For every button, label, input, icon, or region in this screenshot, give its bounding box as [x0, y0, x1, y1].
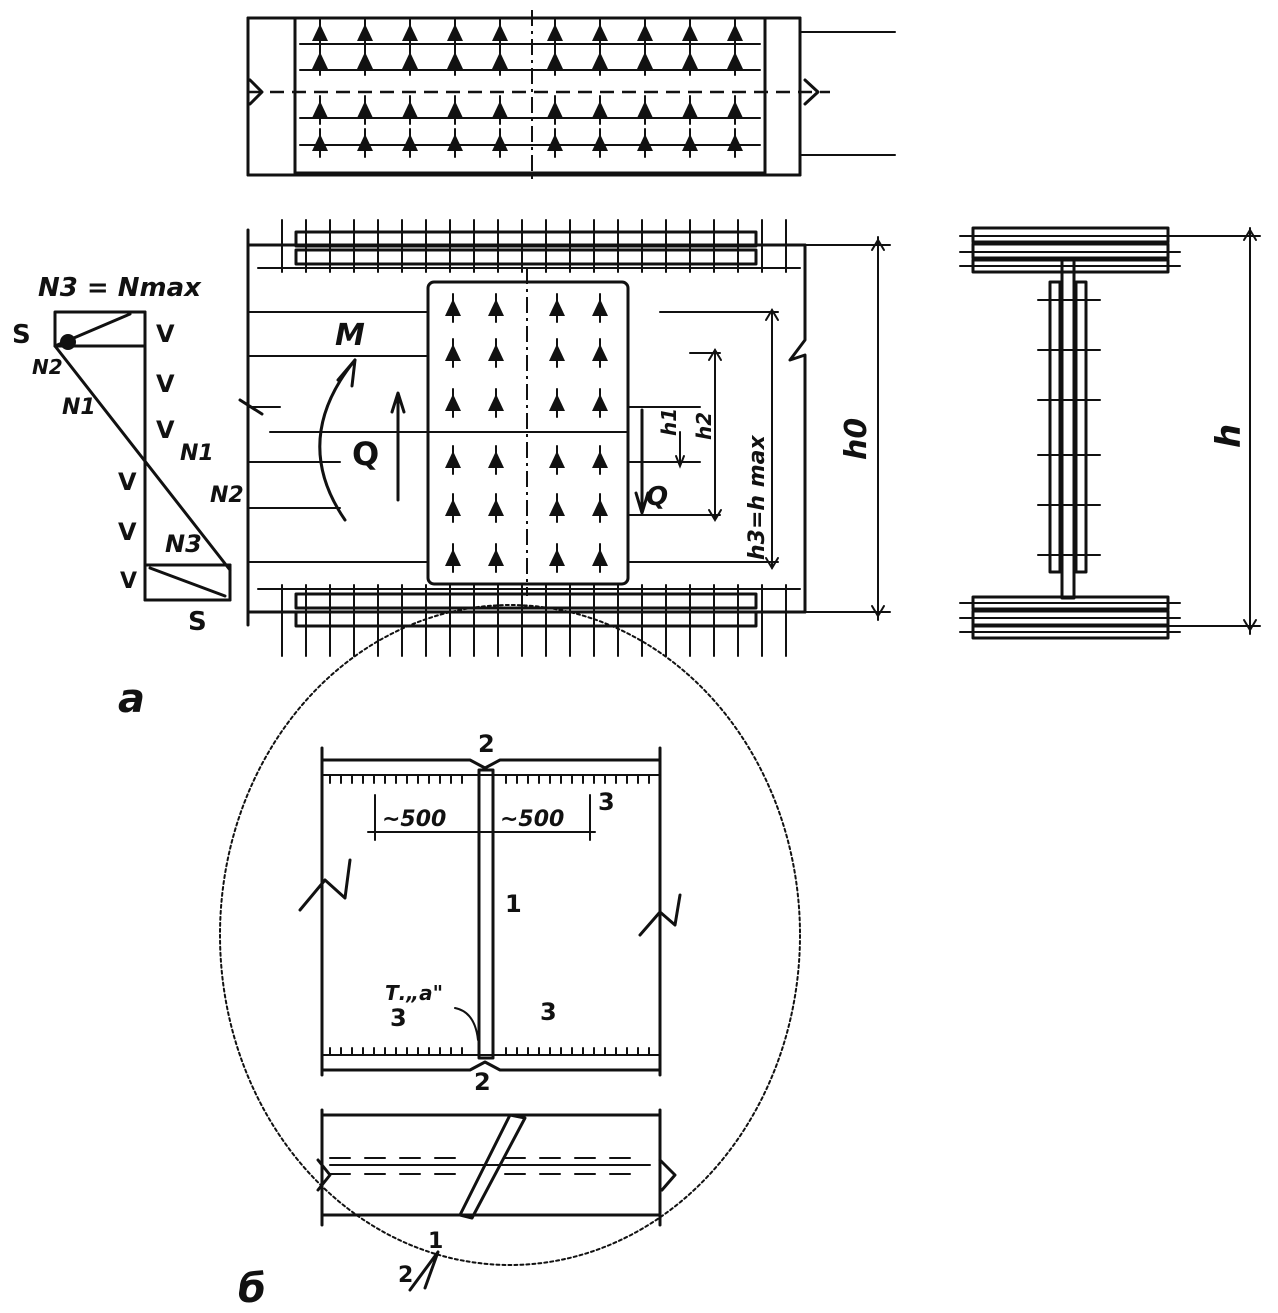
n3-label: N3: [165, 530, 202, 558]
bottom-marker-2: 2: [474, 1068, 491, 1096]
n1-right-label: N1: [180, 441, 214, 466]
h1-label: h1: [657, 408, 681, 436]
web-splice-bolt-group: [445, 293, 608, 573]
v-label-6: V: [120, 569, 137, 594]
bottom-s-label: S: [188, 607, 207, 637]
dim-left: ~500: [382, 807, 446, 832]
n2-right-label: N2: [210, 483, 244, 508]
lower-weld-marks: [329, 1157, 631, 1175]
welded-splice-detail: 2 2 ~500 ~500 3 1 Т.„а" 3 3 1 2: [219, 604, 801, 1292]
v-label-2: V: [156, 370, 175, 398]
bevel-label-1: 1: [428, 1229, 443, 1254]
n2-label: N2: [32, 355, 63, 379]
girder-cross-section: h: [959, 226, 1261, 640]
plan-bolt-group: [312, 18, 743, 158]
flange-bolt-lines: [281, 219, 787, 657]
dim-right: ~500: [500, 807, 564, 832]
s-label: S: [12, 320, 31, 350]
figure-a-caption: a: [118, 676, 145, 722]
girder-elevation-view: M Q Q h1 h2 h3=h max h0: [238, 219, 891, 657]
weld-marks: [329, 774, 650, 1056]
n-max-label: N3 = Nmax: [38, 273, 202, 303]
figure-b-caption: б: [238, 1266, 266, 1312]
h2-label: h2: [692, 412, 716, 440]
label-1: 1: [505, 890, 522, 918]
section-bolt-lines: [959, 235, 1181, 633]
moment-arc: [318, 358, 357, 522]
h-label: h: [1209, 424, 1249, 448]
v-label-1: V: [156, 320, 175, 348]
n1-label: N1: [62, 395, 96, 420]
v-label-5: V: [118, 518, 137, 546]
h3-label: h3=h max: [745, 435, 770, 560]
v-label-4: V: [118, 468, 137, 496]
h0-label: h0: [839, 418, 874, 460]
shear-label-left: Q: [352, 435, 379, 473]
bevel-label-2: 2: [398, 1263, 413, 1288]
flange-plan-view: [246, 10, 896, 180]
shear-label-right: Q: [646, 482, 668, 512]
bolt-force-diagram: N3 = Nmax S N2 N1 V V V V V V N1 N2 N3 S: [12, 273, 244, 637]
label-3-right: 3: [540, 998, 557, 1026]
point-a-label: Т.„а": [385, 981, 443, 1005]
label-3-left: 3: [390, 1004, 407, 1032]
v-label-3: V: [156, 416, 175, 444]
top-marker-2: 2: [478, 730, 495, 758]
moment-label: M: [335, 318, 365, 353]
label-3-top: 3: [598, 788, 615, 816]
